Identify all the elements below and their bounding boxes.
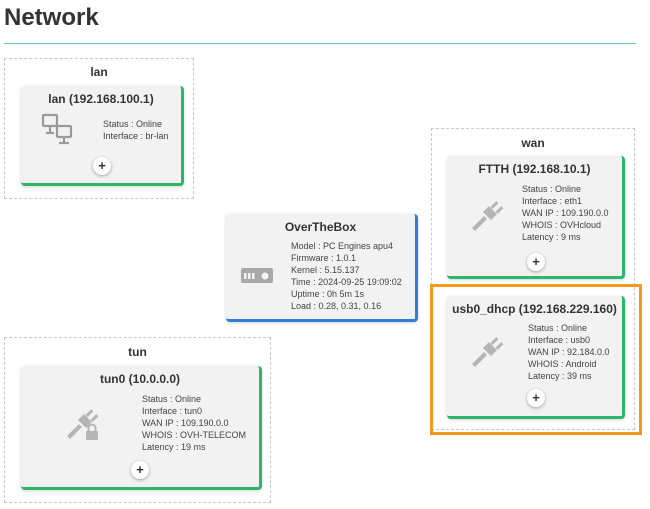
whois-line: WHOIS : OVH-TELECOM	[142, 430, 247, 440]
latency-line: Latency : 19 ms	[142, 442, 206, 452]
add-button[interactable]: +	[527, 389, 545, 407]
kernel-line: Kernel : 5.15.137	[291, 265, 360, 275]
card-tun0[interactable]: tun0 (10.0.0.0) Status : Online Interfac…	[21, 366, 262, 490]
model-line: Model : PC Engines apu4	[291, 241, 394, 251]
plug-lock-icon	[67, 409, 99, 440]
add-button[interactable]: +	[93, 157, 111, 175]
wan-ip-line: WAN IP : 109.190.0.0	[142, 418, 229, 428]
uptime-line: Uptime : 0h 5m 1s	[291, 289, 365, 299]
firmware-line: Firmware : 1.0.1	[291, 253, 357, 263]
zone-lan: lan lan (192.168.100.1) Status : Online …	[4, 58, 194, 199]
wan-ip-line: WAN IP : 92.184.0.0	[528, 347, 610, 357]
wan-ip-line: WAN IP : 109.190.0.0	[522, 208, 609, 218]
card-overthebox[interactable]: OverTheBox Model : PC Engines apu4 Firmw…	[226, 214, 418, 322]
card-lan-title: lan (192.168.100.1)	[48, 92, 154, 106]
interface-line: Interface : usb0	[528, 335, 591, 345]
plug-icon	[472, 337, 504, 367]
network-computers-icon	[41, 113, 73, 145]
interface-line: Interface : tun0	[142, 406, 203, 416]
latency-line: Latency : 39 ms	[528, 371, 592, 381]
status-line: Status : Online	[522, 184, 582, 194]
card-ftth-title: FTTH (192.168.10.1)	[478, 162, 591, 176]
time-line: Time : 2024-09-25 19:09:02	[291, 277, 402, 287]
card-tun0-info: Status : Online Interface : tun0 WAN IP …	[142, 393, 246, 453]
zone-lan-title: lan	[90, 65, 108, 79]
card-ftth[interactable]: FTTH (192.168.10.1) Status : Online Inte…	[447, 156, 625, 279]
card-ftth-info: Status : Online Interface : eth1 WAN IP …	[522, 183, 609, 243]
card-overthebox-info: Model : PC Engines apu4 Firmware : 1.0.1…	[291, 240, 402, 312]
card-lan-info: Status : Online Interface : br-lan	[103, 118, 169, 142]
status-line: Status : Online	[528, 323, 588, 333]
card-usb0-info: Status : Online Interface : usb0 WAN IP …	[528, 322, 610, 382]
plug-icon	[472, 201, 504, 231]
interface-line: Interface : eth1	[522, 196, 583, 206]
whois-line: WHOIS : OVHcloud	[522, 220, 602, 230]
card-lan[interactable]: lan (192.168.100.1) Status : Online Inte…	[21, 86, 184, 186]
add-button[interactable]: +	[131, 461, 149, 479]
latency-line: Latency : 9 ms	[522, 232, 581, 242]
interface-line: Interface : br-lan	[103, 131, 169, 141]
whois-line: WHOIS : Android	[528, 359, 597, 369]
card-usb0-title: usb0_dhcp (192.168.229.160)	[452, 302, 617, 316]
card-overthebox-title: OverTheBox	[284, 220, 357, 234]
zone-wan-title: wan	[521, 136, 545, 150]
selection-highlight	[430, 284, 642, 435]
zone-tun-title: tun	[128, 345, 147, 359]
zone-wan: wan FTTH (192.168.10.1) Status : Online …	[431, 128, 635, 430]
add-button[interactable]: +	[527, 253, 545, 271]
card-tun0-title: tun0 (10.0.0.0)	[99, 372, 181, 386]
status-line: Status : Online	[142, 394, 202, 404]
status-line: Status : Online	[103, 119, 163, 129]
zone-tun: tun tun0 (10.0.0.0) Status : Online Inte…	[4, 337, 271, 503]
router-icon	[241, 268, 273, 283]
card-usb0[interactable]: usb0_dhcp (192.168.229.160) Status : Onl…	[447, 296, 625, 419]
title-divider	[4, 43, 636, 44]
load-line: Load : 0.28, 0.31, 0.16	[291, 301, 382, 311]
page-title: Network	[4, 4, 99, 31]
